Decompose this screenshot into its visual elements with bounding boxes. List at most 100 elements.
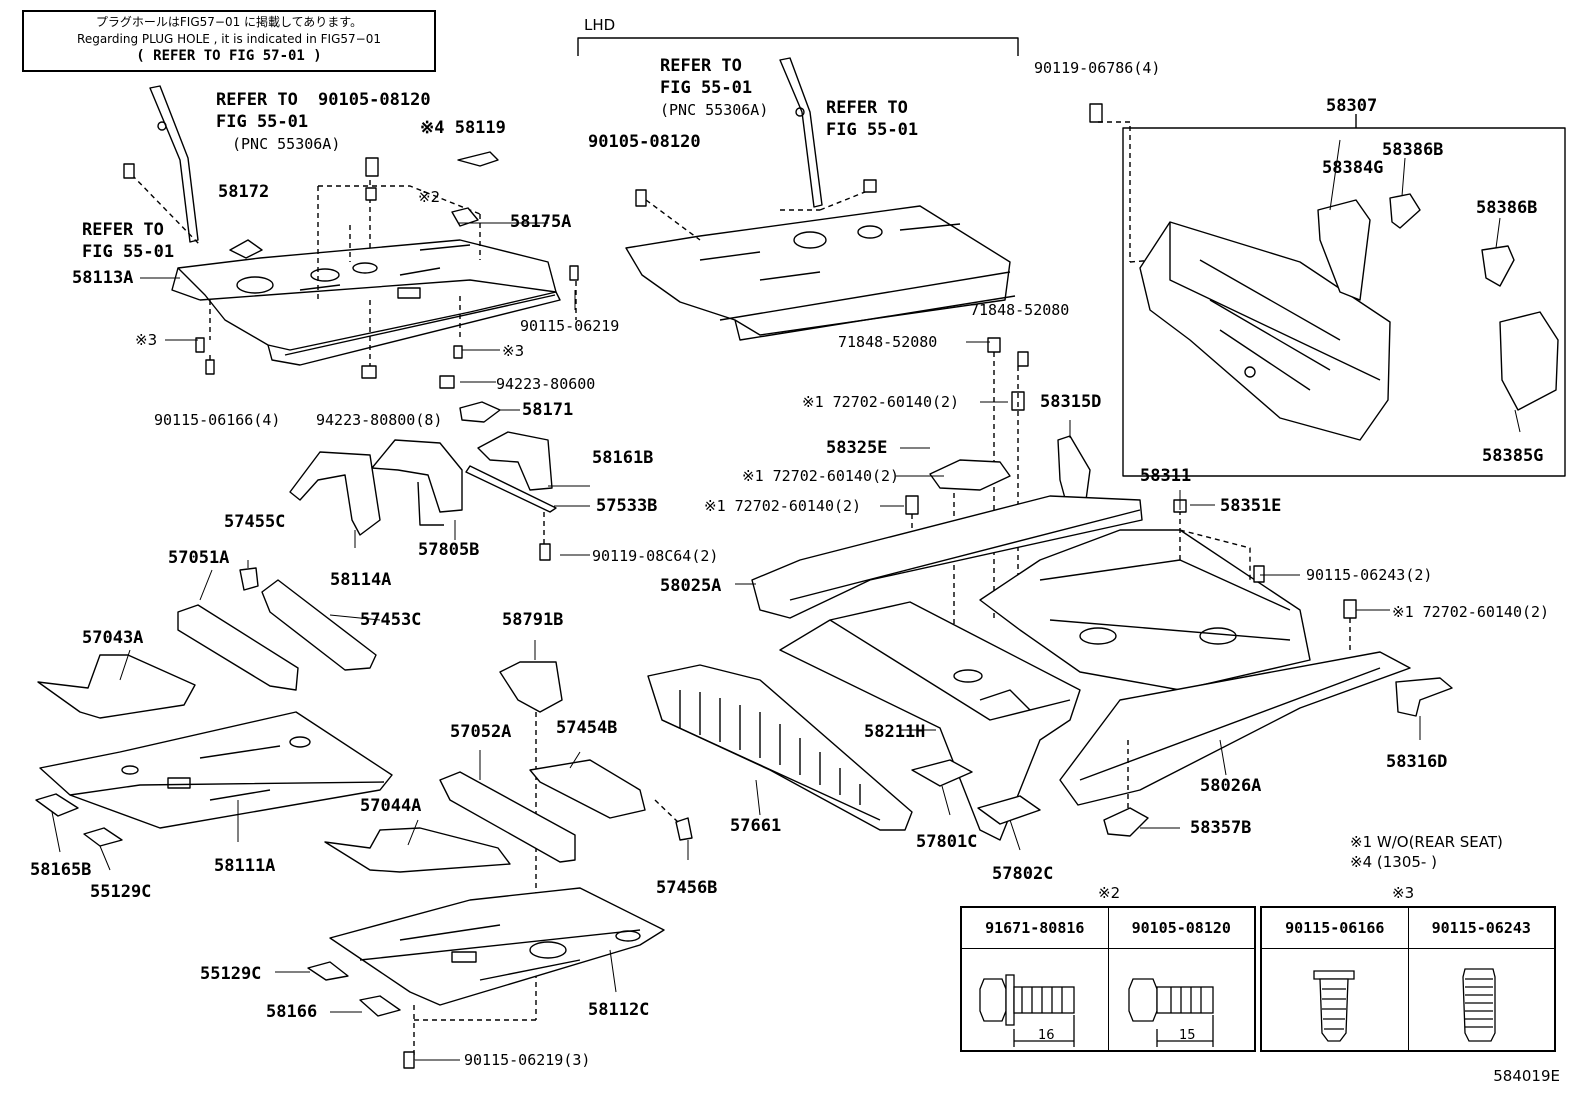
lhd-label: LHD [584,16,616,34]
table2-col-2: 90105-08120 15 [1108,908,1254,1050]
part-72702-60140-d[interactable]: ※1 72702-60140(2) [1392,603,1550,621]
refer-d-2[interactable]: FIG 55-01 [826,120,919,140]
mark-3-a: ※3 [135,331,158,349]
part-90115-06166-4[interactable]: 90115-06166(4) [154,411,281,429]
part-58114A[interactable]: 58114A [330,570,392,590]
hex-bolt-icon: 15 [1127,978,1214,1047]
part-72702-60140-a[interactable]: ※1 72702-60140(2) [802,393,960,411]
part-58025A[interactable]: 58025A [660,576,722,596]
legend-note-4: ※4 (1305- ) [1350,853,1437,871]
notice-line-refer: ( REFER TO FIG 57-01 ) [136,48,322,64]
part-57661[interactable]: 57661 [730,816,782,836]
grommet-screw-icon [1461,968,1496,1042]
refer-a-1[interactable]: REFER TO [216,90,298,110]
part-58172[interactable]: 58172 [218,182,270,202]
refer-c-1[interactable]: REFER TO [660,56,742,76]
part-58166[interactable]: 58166 [266,1002,318,1022]
table2-header-1[interactable]: 91671-80816 [962,908,1108,949]
part-58161B[interactable]: 58161B [592,448,654,468]
table2-mark: ※2 [1098,884,1121,902]
part-57456B[interactable]: 57456B [656,878,718,898]
part-72702-60140-b[interactable]: ※1 72702-60140(2) [742,467,900,485]
part-58171[interactable]: 58171 [522,400,574,420]
table2-header-2[interactable]: 90105-08120 [1108,908,1254,949]
part-58791B[interactable]: 58791B [502,610,564,630]
flange-bolt-icon: 16 [979,974,1075,1047]
part-71848-52080-b[interactable]: 71848-52080 [838,333,938,351]
refer-a-2[interactable]: FIG 55-01 [216,112,309,132]
part-90115-06219-3[interactable]: 90115-06219(3) [464,1051,591,1069]
part-57043A[interactable]: 57043A [82,628,144,648]
table3-col-2: 90115-06243 [1408,908,1554,1050]
part-58026A[interactable]: 58026A [1200,776,1262,796]
part-58165B[interactable]: 58165B [30,860,92,880]
part-57805B[interactable]: 57805B [418,540,480,560]
refer-a-3: (PNC 55306A) [232,135,341,153]
part-58386B-a[interactable]: 58386B [1382,140,1444,160]
notice-line-jp: プラグホールはFIG57−01 に掲載してあります。 [95,15,363,29]
refer-b-1[interactable]: REFER TO [82,220,164,240]
part-94223-80600[interactable]: 94223-80600 [496,375,596,393]
table3-header-2[interactable]: 90115-06243 [1408,908,1554,949]
front-floor-panel-58113A [171,239,561,366]
part-57453C[interactable]: 57453C [360,610,422,630]
part-58325E[interactable]: 58325E [826,438,888,458]
refer-d-1[interactable]: REFER TO [826,98,908,118]
part-58119[interactable]: ※4 58119 [420,118,506,138]
footnote-legend: ※1 W/O(REAR SEAT) ※4 (1305- ) [1350,832,1503,872]
part-58351E[interactable]: 58351E [1220,496,1282,516]
clip-screw-icon [1313,970,1355,1042]
part-58307[interactable]: 58307 [1326,96,1378,116]
part-72702-60140-c[interactable]: ※1 72702-60140(2) [704,497,862,515]
part-57455C[interactable]: 57455C [224,512,286,532]
fastener-table-2: 91671-80816 16 90105-08120 15 [960,906,1256,1052]
part-94223-80800-8[interactable]: 94223-80800(8) [316,411,443,429]
part-58385G[interactable]: 58385G [1482,446,1544,466]
table2-dim-1: 16 [1038,1028,1055,1043]
mark-3-b: ※3 [502,342,525,360]
notice-line-en: Regarding PLUG HOLE , it is indicated in… [77,32,381,46]
table3-header-1[interactable]: 90115-06166 [1262,908,1408,949]
part-90115-06219[interactable]: 90115-06219 [520,317,620,335]
part-57802C[interactable]: 57802C [992,864,1054,884]
part-90105-08120-a[interactable]: 90105-08120 [318,90,431,110]
part-58112C[interactable]: 58112C [588,1000,650,1020]
part-57052A[interactable]: 57052A [450,722,512,742]
table3-col-1: 90115-06166 [1262,908,1409,1050]
refer-b-2[interactable]: FIG 55-01 [82,242,175,262]
part-58316D[interactable]: 58316D [1386,752,1448,772]
part-57801C[interactable]: 57801C [916,832,978,852]
fastener-table-3: 90115-06166 90115-06243 [1260,906,1556,1052]
legend-note-1: ※1 W/O(REAR SEAT) [1350,833,1503,851]
part-57051A[interactable]: 57051A [168,548,230,568]
part-57454B[interactable]: 57454B [556,718,618,738]
table2-col-1: 91671-80816 16 [962,908,1109,1050]
part-58311[interactable]: 58311 [1140,466,1192,486]
part-58113A[interactable]: 58113A [72,268,134,288]
part-58386B-b[interactable]: 58386B [1476,198,1538,218]
part-71848-52080-a[interactable]: 71848-52080 [970,301,1070,319]
part-90119-06786-4[interactable]: 90119-06786(4) [1034,59,1161,77]
part-55129C-b[interactable]: 55129C [200,964,262,984]
table3-mark: ※3 [1392,884,1415,902]
refer-c-2[interactable]: FIG 55-01 [660,78,753,98]
part-58111A[interactable]: 58111A [214,856,276,876]
part-58384G[interactable]: 58384G [1322,158,1384,178]
plug-hole-notice: プラグホールはFIG57−01 に掲載してあります。 Regarding PLU… [22,10,436,72]
part-55129C-a[interactable]: 55129C [90,882,152,902]
refer-c-3: (PNC 55306A) [660,101,769,119]
part-90105-08120-b[interactable]: 90105-08120 [588,132,701,152]
part-90115-06243-2[interactable]: 90115-06243(2) [1306,566,1433,584]
figure-code: 584019E [1493,1067,1560,1085]
part-58315D[interactable]: 58315D [1040,392,1102,412]
part-57044A[interactable]: 57044A [360,796,422,816]
table2-dim-2: 15 [1179,1028,1196,1043]
part-57533B[interactable]: 57533B [596,496,658,516]
part-90119-08C64-2[interactable]: 90119-08C64(2) [592,547,719,565]
part-58211H[interactable]: 58211H [864,722,926,742]
part-58357B[interactable]: 58357B [1190,818,1252,838]
mark-2: ※2 [418,188,441,206]
part-58175A[interactable]: 58175A [510,212,572,232]
